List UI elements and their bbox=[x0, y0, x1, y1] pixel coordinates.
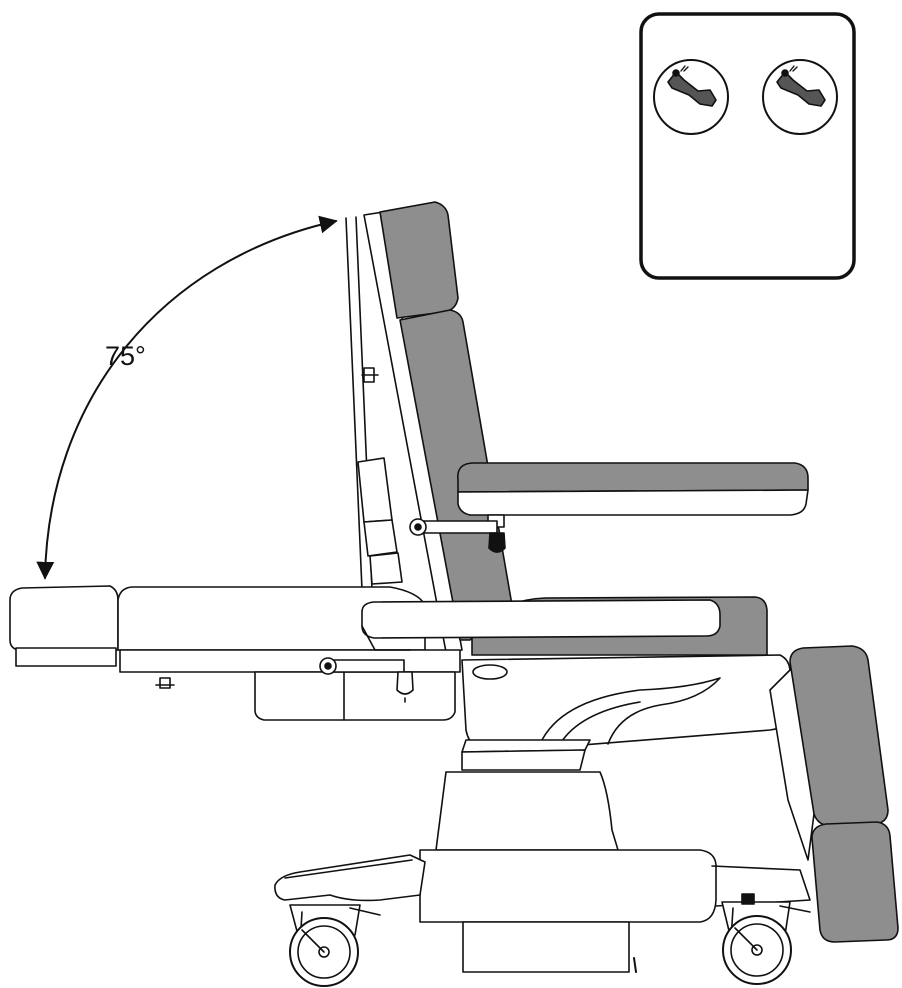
rear-caster-wheel bbox=[721, 893, 811, 985]
recline-back-icon bbox=[653, 59, 729, 135]
recline-angle-indicator: 75° bbox=[36, 215, 338, 580]
front-caster-wheel bbox=[289, 904, 381, 987]
angle-label: 75° bbox=[105, 341, 146, 371]
chair-base bbox=[274, 849, 811, 973]
pedestal-column bbox=[435, 739, 619, 851]
recline-back-icon bbox=[762, 59, 838, 135]
seat-body-shell bbox=[461, 654, 791, 753]
recline-lever bbox=[319, 657, 414, 703]
seat-front-pad bbox=[361, 599, 721, 651]
control-panel-inset bbox=[639, 12, 856, 280]
backrest-frame bbox=[345, 211, 463, 653]
armrest bbox=[409, 462, 809, 553]
leg-rest bbox=[769, 645, 899, 943]
